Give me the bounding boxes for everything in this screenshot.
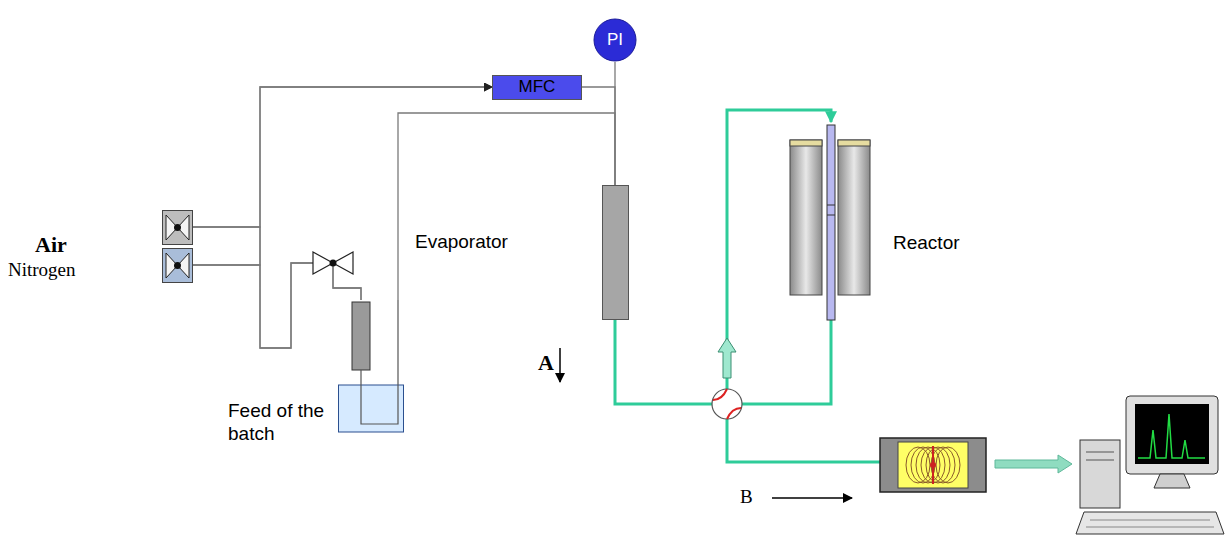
evaporator: Evaporator [602,185,629,320]
pressure-indicator-shape [593,18,637,62]
gas-line [193,87,492,265]
node-label: Reactor [893,232,960,255]
switching-valve [712,389,742,419]
air-valve: Air [162,210,193,245]
node-label: PI [607,30,623,50]
gas-chromatograph [880,438,986,492]
computer [1076,396,1224,534]
gas-line [193,87,492,227]
node-label: Feed of the batch [228,400,328,446]
reactor-feed-line [615,110,831,404]
mass-flow-controller-shape [492,75,582,100]
reactor: Reactor [788,122,872,322]
node-label: Nitrogen [8,259,76,282]
gas-line [398,113,615,300]
node-label: Air [35,232,67,258]
air-valve-shape [162,210,193,245]
flow-arrow-a [559,348,561,382]
nitrogen-valve-shape [162,248,193,283]
feed-vessel-shape [338,300,404,434]
stream-label: B [740,486,753,509]
node-label: MFC [519,77,556,97]
flow-arrow [718,338,736,378]
reactor-shape [788,122,872,322]
feed-vessel: Feed of the batch [338,300,404,434]
gc-line [727,419,880,462]
return-line [742,320,831,404]
feed-valve [313,252,353,274]
evaporator-shape [602,185,629,320]
signal-arrow [995,455,1072,473]
gas-line [614,62,615,185]
gas-line [193,227,361,348]
gas-line [193,263,361,348]
nitrogen-valve: Nitrogen [162,248,193,283]
mass-flow-controller: MFC [492,75,582,100]
gas-line [582,87,615,185]
stream-label: A [538,350,554,376]
flow-arrow-b [772,497,852,499]
node-label: Evaporator [415,231,508,254]
pressure-indicator: PI [593,18,637,62]
